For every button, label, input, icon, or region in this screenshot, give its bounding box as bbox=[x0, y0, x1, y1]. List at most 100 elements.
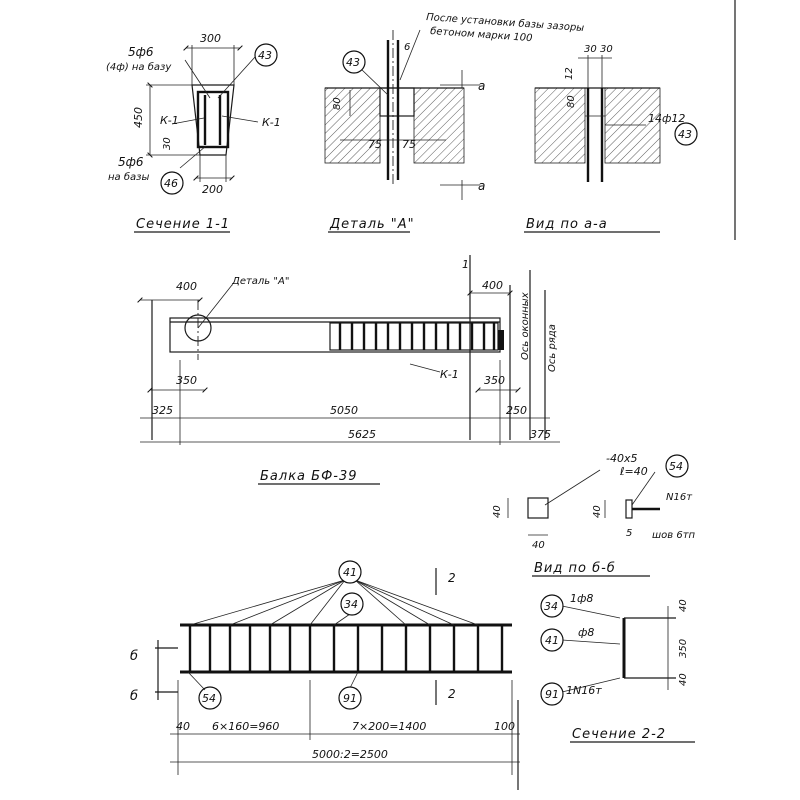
callout-43: 43 bbox=[678, 128, 692, 141]
dim-5050: 5050 bbox=[330, 404, 358, 417]
section-mark-top: а bbox=[478, 79, 485, 93]
dim-250: 250 bbox=[506, 404, 527, 417]
section-mark-bottom: а bbox=[478, 179, 485, 193]
section-mark-top: 2 bbox=[448, 571, 456, 585]
note-leader bbox=[399, 29, 421, 81]
dim-7x200: 7×200=1400 bbox=[352, 720, 426, 733]
view-b-b: 54 -40х5 ℓ=40 40 40 40 5 шов 6тп N16т Ви… bbox=[492, 452, 696, 577]
leader-line-91 bbox=[561, 677, 621, 693]
callout-circle-43 bbox=[674, 122, 698, 146]
plate-side bbox=[625, 499, 633, 519]
callout-circle-34 bbox=[340, 592, 364, 616]
callout-41-leaders bbox=[189, 579, 479, 689]
callout-circle-54 bbox=[198, 686, 222, 710]
leader-line bbox=[189, 579, 346, 626]
dim-100: 100 bbox=[494, 720, 515, 733]
dim-30: 30 bbox=[162, 137, 173, 150]
callout-circle-91 bbox=[338, 686, 362, 710]
dim-40-c: 40 bbox=[592, 505, 603, 518]
dim-total: 5000:2=2500 bbox=[312, 748, 388, 761]
dim-5: 5 bbox=[626, 528, 632, 539]
leader-line bbox=[221, 115, 259, 123]
callout-circle-41 bbox=[540, 628, 564, 652]
leader-line-54 bbox=[187, 671, 206, 691]
concrete-right bbox=[604, 87, 661, 164]
detail-a: 43 После установки базы зазоры бетоном м… bbox=[324, 11, 585, 233]
leader-line bbox=[171, 117, 205, 125]
section-1-1-title: Сечение 1-1 bbox=[136, 217, 230, 232]
k1-leader bbox=[409, 363, 441, 373]
dim-6: 6 bbox=[404, 42, 410, 53]
section-mark-1: 1 bbox=[462, 258, 469, 271]
dim-75-left: 75 bbox=[368, 138, 382, 151]
dim-height: 450 bbox=[132, 107, 145, 128]
label-k1-right: К-1 bbox=[262, 116, 281, 129]
top-rebar-note-2: (4ф) на базу bbox=[106, 61, 172, 73]
callout-circle-43 bbox=[342, 50, 366, 74]
callout-circle-54 bbox=[665, 454, 689, 478]
weld-note: шов 6тп bbox=[652, 530, 696, 541]
leader-line bbox=[217, 56, 256, 99]
callout-34: 34 bbox=[344, 598, 358, 611]
callout-54: 54 bbox=[669, 460, 683, 473]
dim-325: 325 bbox=[152, 404, 173, 417]
dim-375: 375 bbox=[530, 428, 551, 441]
dim-12: 12 bbox=[564, 67, 575, 80]
dim-bottom: 200 bbox=[202, 183, 223, 196]
leader-line bbox=[354, 579, 479, 626]
leader-line bbox=[269, 579, 346, 626]
dim-350-right: 350 bbox=[484, 374, 505, 387]
plate-note-2: ℓ=40 bbox=[619, 465, 648, 478]
rebar-top: 1ф8 bbox=[570, 592, 593, 605]
leader-line-34 bbox=[333, 613, 351, 626]
section-1-1: 43 46 5ф6 (4ф) на базу 5ф6 на базы 300 4… bbox=[106, 32, 281, 233]
leader-line-34 bbox=[561, 605, 621, 619]
callout-circle-43 bbox=[254, 43, 278, 67]
top-rebar-note: 5ф6 bbox=[128, 45, 154, 59]
concrete-left bbox=[324, 87, 381, 164]
detail-ref: Деталь "А" bbox=[231, 276, 289, 287]
beam-title: Балка БФ-39 bbox=[260, 469, 358, 484]
callout-43: 43 bbox=[258, 49, 272, 62]
plate-note-1: -40х5 bbox=[606, 452, 637, 465]
plate-leader bbox=[544, 469, 601, 506]
label-k1-left: К-1 bbox=[160, 114, 179, 127]
dim-30-right: 30 bbox=[600, 44, 613, 55]
cage-rungs bbox=[188, 625, 504, 672]
section-2-2: 34 41 91 1ф8 ф8 1N16т 40 350 40 Сечение … bbox=[540, 592, 695, 743]
rebar-bottom: 1N16т bbox=[566, 684, 602, 697]
dim-40-bottom: 40 bbox=[678, 673, 689, 686]
view-mark-bottom: б bbox=[130, 689, 139, 704]
dim-350-left: 350 bbox=[176, 374, 197, 387]
dim-75-right: 75 bbox=[402, 138, 416, 151]
rebar-cage-outline bbox=[196, 90, 230, 149]
bottom-rebar-note: 5ф6 bbox=[118, 155, 144, 169]
dim-400-left: 400 bbox=[176, 280, 197, 293]
dim-30-left: 30 bbox=[584, 44, 597, 55]
dim-350: 350 bbox=[678, 639, 689, 658]
rebar-mid: ф8 bbox=[578, 626, 594, 639]
callout-46: 46 bbox=[164, 177, 178, 190]
section-2-2-title: Сечение 2-2 bbox=[572, 727, 666, 742]
callout-circle-34 bbox=[540, 594, 564, 618]
leader-line bbox=[179, 145, 207, 169]
plate-leader bbox=[631, 471, 656, 506]
dim-40-a: 40 bbox=[492, 505, 503, 518]
leader-line bbox=[229, 579, 346, 626]
dim-5625: 5625 bbox=[348, 428, 376, 441]
callout-91: 91 bbox=[545, 688, 559, 701]
callout-41: 41 bbox=[545, 634, 559, 647]
leader-line bbox=[359, 67, 389, 96]
callout-54: 54 bbox=[202, 692, 216, 705]
label-k1: К-1 bbox=[440, 368, 459, 381]
cage-elevation: 41 34 54 91 2 2 б б 40 6×160=960 7×200=1… bbox=[130, 560, 520, 775]
callout-circle-46 bbox=[160, 171, 184, 195]
concrete-right bbox=[413, 87, 465, 164]
leader-line bbox=[354, 579, 455, 626]
leader-line bbox=[354, 579, 407, 626]
beam-bf-39: Деталь "А" 400 400 350 350 325 5050 250 … bbox=[137, 255, 560, 485]
bolt-note: N16т bbox=[666, 492, 693, 503]
axis-window: Ось оконных bbox=[520, 292, 531, 360]
leader-line bbox=[184, 59, 211, 99]
view-a-a-title: Вид по а-а bbox=[526, 217, 608, 232]
